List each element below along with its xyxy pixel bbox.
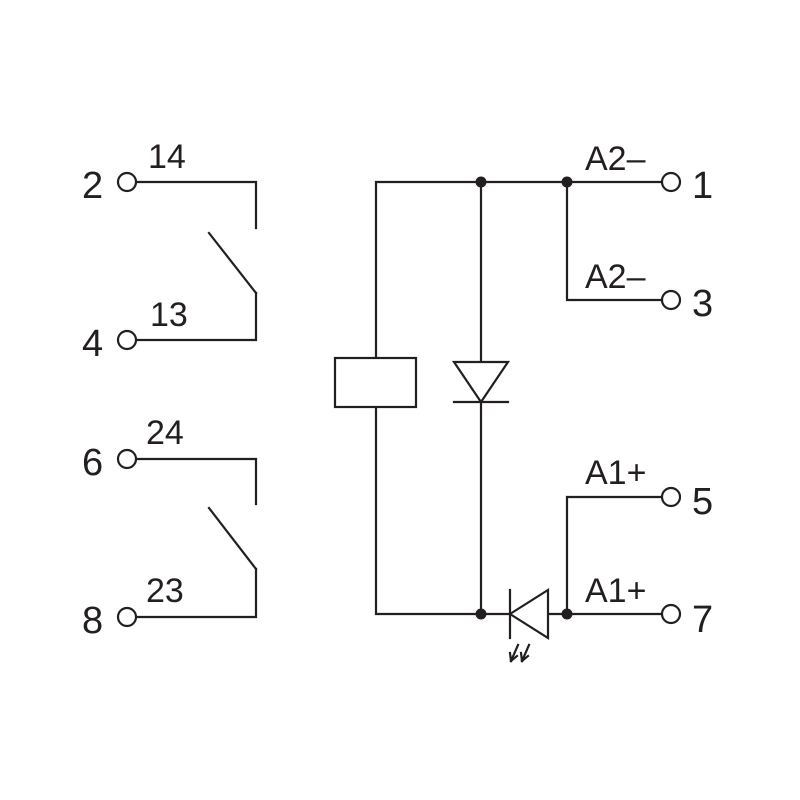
junction-dot — [475, 176, 487, 188]
pin-label-7: 7 — [692, 599, 713, 641]
terminal-1 — [660, 171, 682, 193]
contact-label-14: 14 — [148, 138, 186, 176]
contact-1-nc-wire — [135, 180, 258, 230]
indicator-led-icon — [507, 588, 550, 663]
a2-tap-wire — [565, 180, 662, 302]
contact-label-23: 23 — [146, 572, 184, 610]
terminal-3 — [660, 289, 682, 311]
terminal-5 — [660, 486, 682, 508]
a1-tap-wire — [565, 495, 662, 616]
pin-label-6: 6 — [82, 442, 103, 484]
contact-1-blade — [207, 231, 258, 295]
contact-2-nc-wire — [135, 457, 258, 506]
pin-label-5: 5 — [692, 481, 713, 523]
junction-dot — [475, 608, 487, 620]
terminal-label-a1-5: A1+ — [585, 454, 646, 492]
contact-set-2: 6 24 8 23 — [82, 414, 258, 642]
pin-label-8: 8 — [82, 600, 103, 642]
contact-1-common-wire — [135, 291, 258, 342]
terminal-label-a1-7: A1+ — [585, 572, 646, 610]
contact-set-1: 2 14 4 13 — [82, 138, 258, 365]
terminal-label-a2-1: A2– — [585, 140, 646, 178]
freewheeling-diode-icon — [451, 360, 511, 404]
relay-coil-icon — [333, 356, 418, 409]
junction-dot — [561, 608, 573, 620]
junction-dot — [561, 176, 573, 188]
contact-2-blade — [207, 506, 258, 571]
pin-label-4: 4 — [82, 323, 103, 365]
terminal-6 — [116, 448, 138, 470]
terminal-4 — [116, 329, 138, 351]
terminal-7 — [660, 603, 682, 625]
terminal-2 — [116, 171, 138, 193]
pin-label-3: 3 — [692, 283, 713, 325]
contact-label-13: 13 — [150, 296, 188, 334]
contact-label-24: 24 — [146, 414, 184, 452]
coil-circuit: A2– 1 A2– 3 A1+ 5 A1+ 7 — [333, 140, 713, 663]
contact-2-common-wire — [135, 567, 258, 619]
pin-label-1: 1 — [692, 165, 713, 207]
terminal-8 — [116, 606, 138, 628]
terminal-label-a2-3: A2– — [585, 258, 646, 296]
pin-label-2: 2 — [82, 165, 103, 207]
